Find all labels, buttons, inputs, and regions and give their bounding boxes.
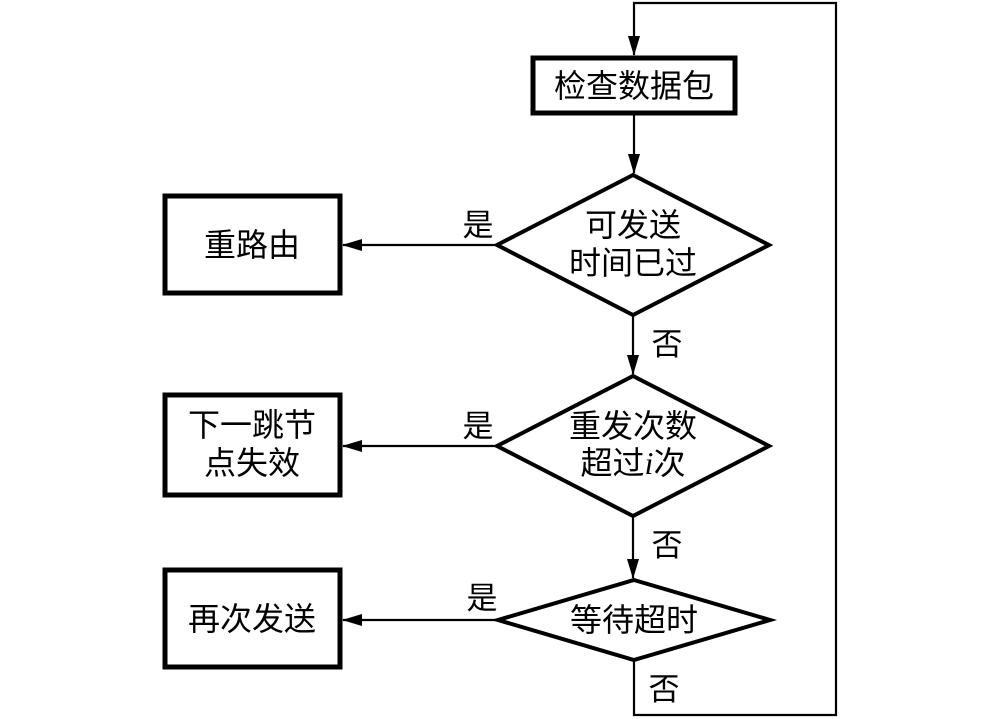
- send-time-decision-label-line2: 时间已过: [569, 245, 697, 281]
- reroute-box: [162, 193, 343, 296]
- check-packet-box: [530, 55, 738, 116]
- next-hop-invalid-label-line2: 点失效: [204, 445, 300, 481]
- wait-timeout-decision-diamond: [490, 577, 778, 663]
- retry-count-decision-diamond: [492, 373, 774, 519]
- wait-timeout-decision-label: 等待超时: [570, 602, 698, 638]
- wait-timeout-no-label: 否: [649, 672, 680, 707]
- wait-timeout-yes-label: 是: [467, 581, 498, 616]
- check-packet-label: 检查数据包: [554, 68, 714, 104]
- send-time-no-label: 否: [652, 327, 683, 362]
- retry-count-decision-label-line1: 重发次数: [569, 408, 697, 444]
- loop-back-edge: [628, 1, 838, 717]
- next-hop-invalid-label-line1: 下一跳节: [188, 407, 316, 443]
- resend-box: [162, 567, 343, 670]
- retry-count-yes-label: 是: [463, 409, 494, 444]
- next-hop-invalid-box: [162, 392, 343, 498]
- send-time-decision-diamond: [492, 172, 774, 318]
- send-time-yes-label: 是: [463, 208, 494, 243]
- retry-count-no-label: 否: [652, 528, 683, 563]
- retry-count-decision-label-line2: 超过i次: [581, 445, 686, 481]
- reroute-label: 重路由: [204, 227, 300, 263]
- resend-label: 再次发送: [188, 601, 316, 637]
- send-time-decision-label-line1: 可发送: [585, 207, 681, 243]
